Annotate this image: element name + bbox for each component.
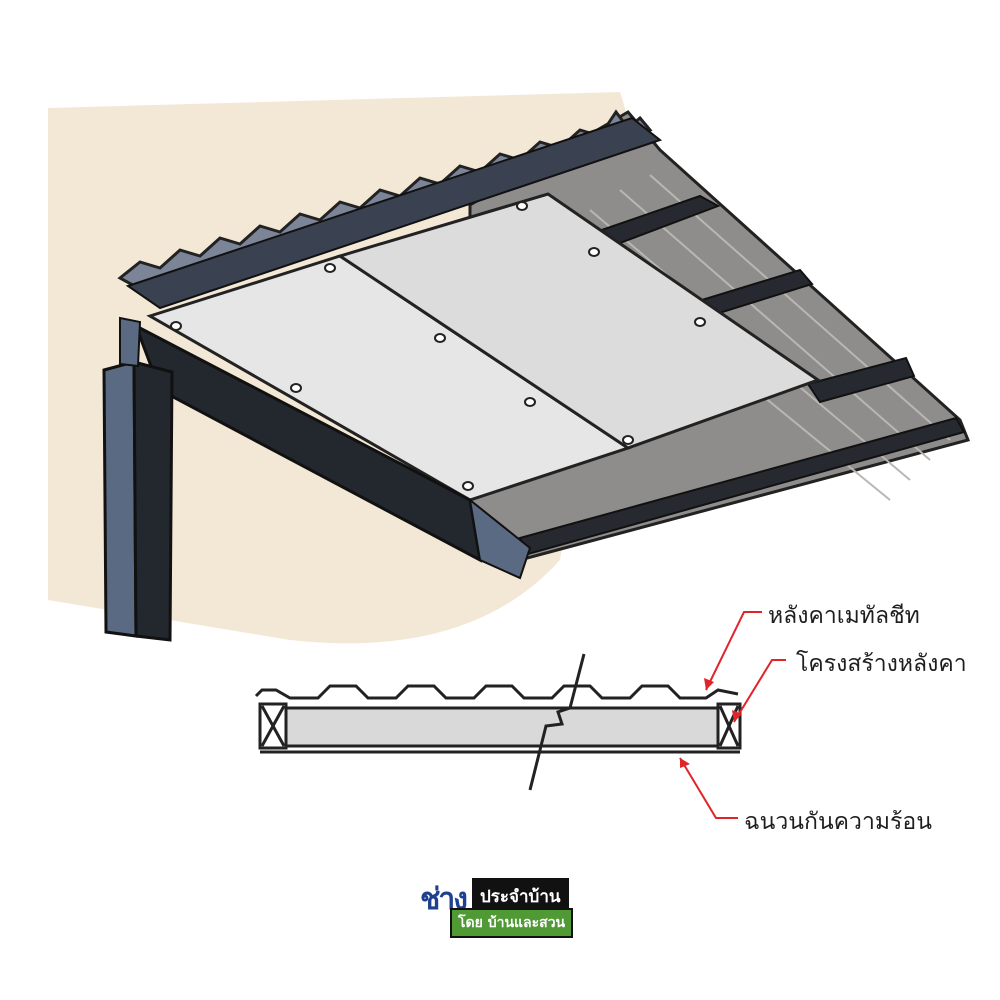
label-insulation: ฉนวนกันความร้อน bbox=[744, 809, 932, 835]
brand-logo: ช่าง ประจำบ้าน โดย บ้านและสวน bbox=[420, 876, 580, 938]
roof-beam-front bbox=[125, 116, 663, 310]
callout-lines bbox=[679, 611, 786, 819]
insulation-board-right bbox=[336, 192, 822, 450]
logo-subtitle: โดย บ้านและสวน bbox=[450, 908, 574, 938]
label-roof-structure: โครงสร้างหลังคา bbox=[796, 651, 967, 677]
section-insulation-board bbox=[284, 706, 722, 748]
board-screws bbox=[170, 201, 706, 491]
column-cap bbox=[119, 316, 142, 368]
roof-rafter-side bbox=[468, 497, 532, 580]
column-front bbox=[132, 360, 174, 642]
logo-sub-text: บ้านและสวน bbox=[487, 915, 566, 931]
column bbox=[102, 360, 138, 638]
logo-sub-prefix: โดย bbox=[458, 915, 483, 931]
section-break-line bbox=[528, 653, 586, 791]
label-roof-sheet: หลังคาเมทัลชีท bbox=[768, 603, 920, 629]
cross-section-detail bbox=[254, 653, 742, 791]
section-metal-sheet bbox=[254, 684, 739, 700]
